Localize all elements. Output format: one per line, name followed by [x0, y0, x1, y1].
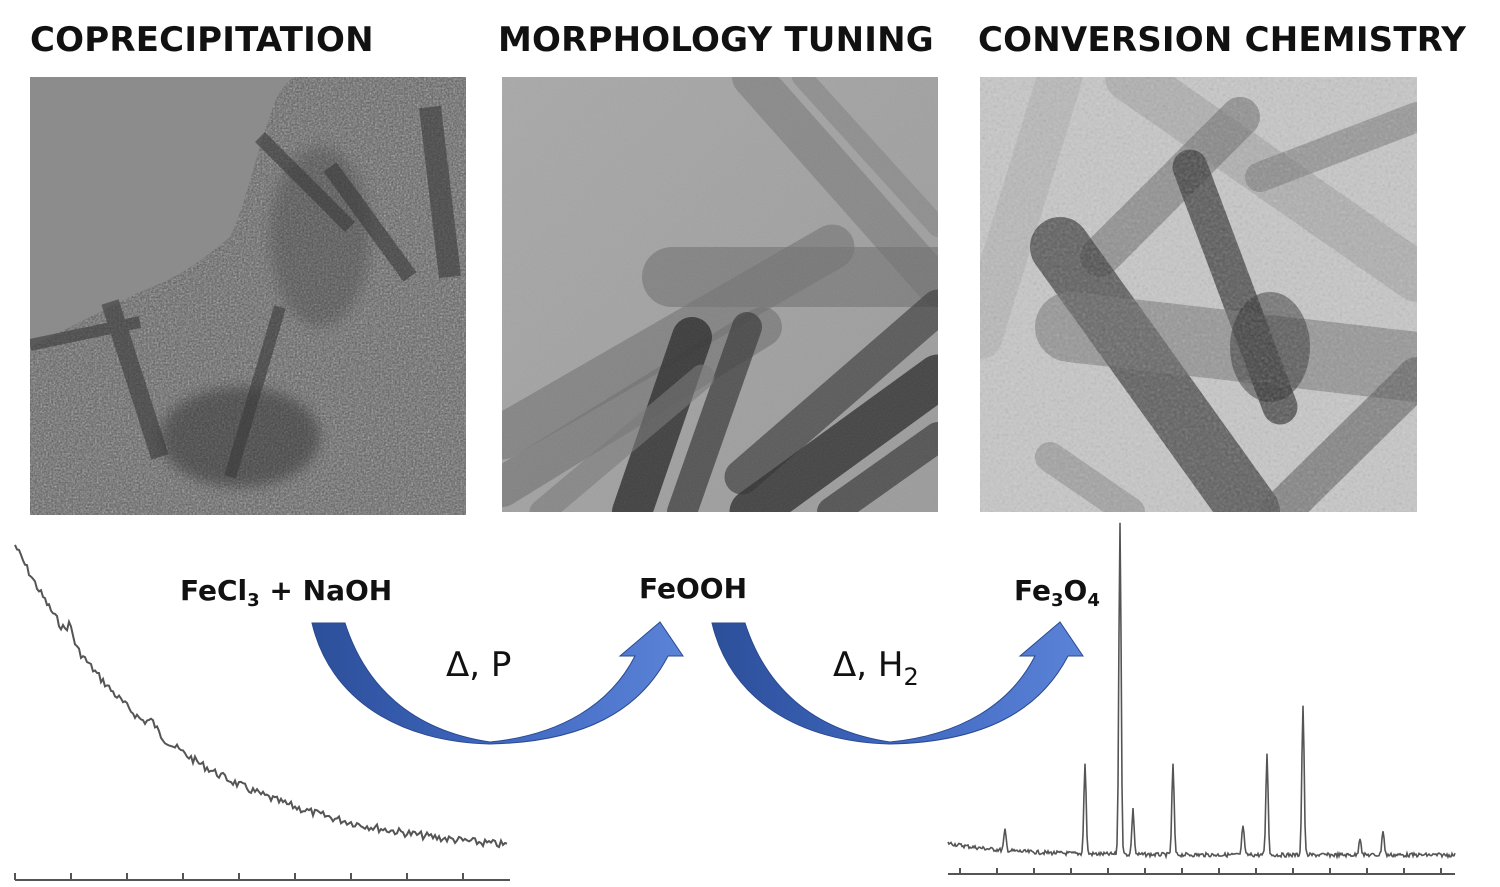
condition-heat-hydrogen: Δ, H2 — [833, 645, 919, 691]
condition-heat-pressure: Δ, P — [446, 645, 512, 685]
xrd-trace-right — [947, 522, 1456, 860]
tem-image-morphology-tuning — [502, 77, 938, 512]
xrd-ticks-right — [959, 868, 1442, 874]
stage-title-morphology-tuning: MORPHOLOGY TUNING — [498, 20, 934, 60]
xrd-pattern-crystalline — [947, 522, 1456, 875]
tem-image-coprecipitation — [30, 77, 466, 515]
product-label: Fe3O4 — [1014, 574, 1100, 611]
tem-image-conversion-chemistry — [980, 77, 1417, 512]
xrd-ticks-left — [14, 873, 464, 880]
xrd-trace-left — [14, 544, 508, 849]
xrd-pattern-amorphous — [14, 544, 510, 881]
stage-title-coprecipitation: COPRECIPITATION — [30, 20, 374, 60]
intermediate-label: FeOOH — [639, 572, 748, 605]
stage-title-conversion-chemistry: CONVERSION CHEMISTRY — [978, 20, 1467, 60]
reactants-label: FeCl3 + NaOH — [180, 574, 393, 611]
